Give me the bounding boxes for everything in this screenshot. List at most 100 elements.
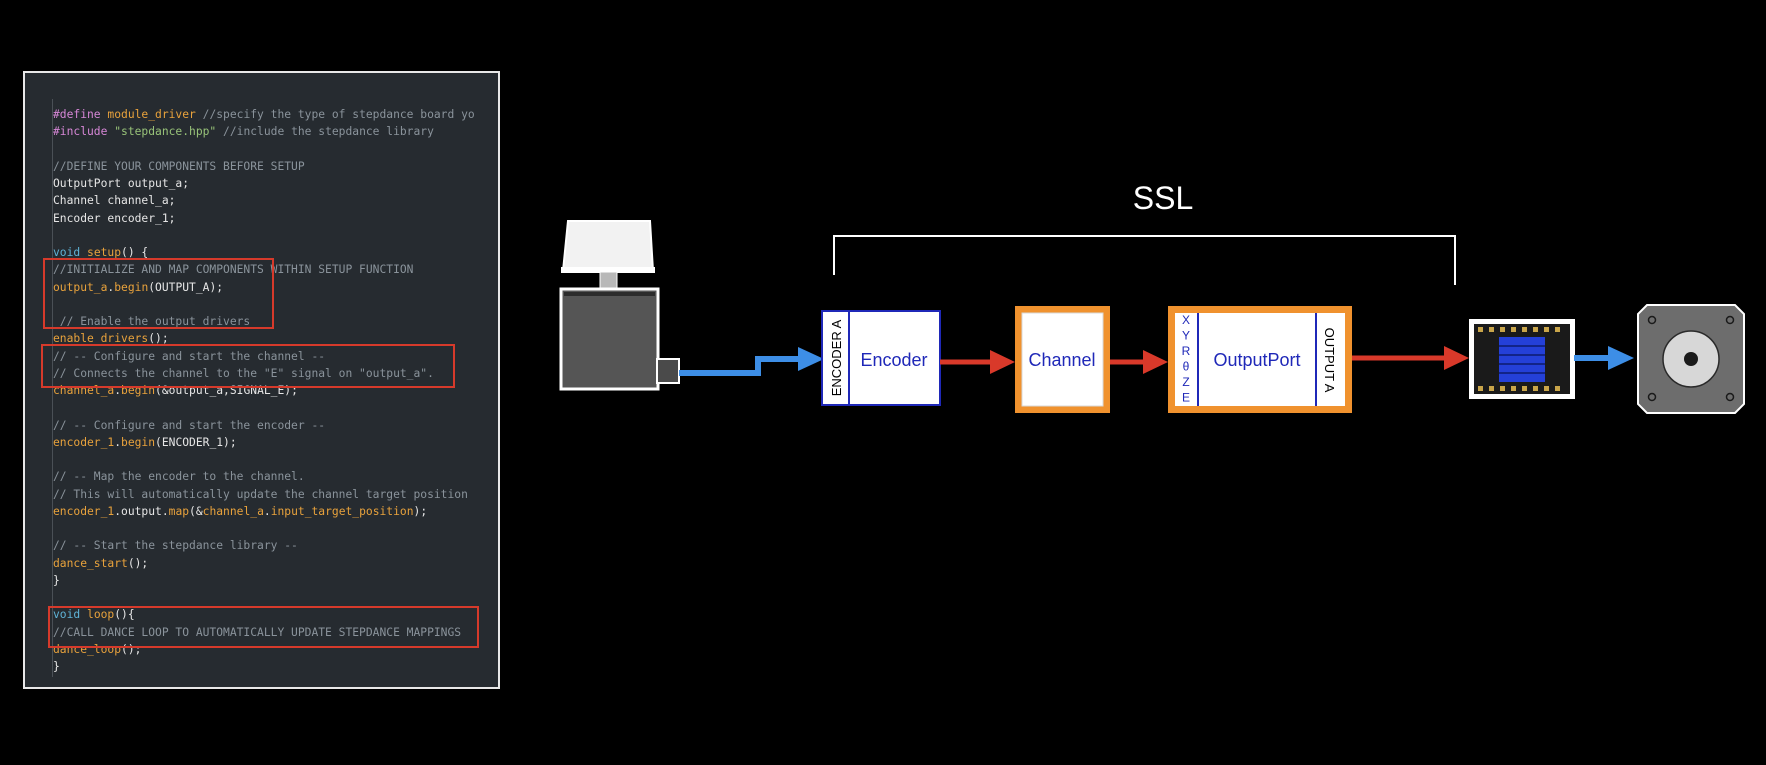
code-token: (& <box>189 504 203 518</box>
code-line: encoder_1.begin(ENCODER_1); <box>53 434 498 451</box>
code-gutter-line <box>52 99 53 677</box>
code-token: . <box>114 384 122 397</box>
code-token: void <box>53 608 88 622</box>
code-token: //include the stepdance library <box>216 125 434 139</box>
signal-letter: R <box>1182 344 1191 358</box>
code-token: begin <box>114 280 149 294</box>
code-token: #include <box>53 125 115 139</box>
code-token: // Enable the output drivers <box>53 315 251 328</box>
code-token: map <box>168 504 190 518</box>
code-line: OutputPort output_a; <box>53 175 498 192</box>
highlight-box-dance-loop <box>48 606 479 648</box>
code-line: dance_start(); <box>53 555 498 572</box>
code-line: // Enable the output drivers <box>53 313 498 330</box>
code-line: // Connects the channel to the "E" signa… <box>53 365 498 382</box>
code-token: (); <box>127 556 149 570</box>
code-token: enable_drivers <box>53 332 149 346</box>
code-token: // Connects the channel to the "E" signa… <box>53 366 434 380</box>
code-line: Channel channel_a; <box>53 192 498 209</box>
stepper-motor-icon <box>1637 304 1745 414</box>
red-arrow-encoder-channel-head <box>990 350 1015 374</box>
code-token: . <box>114 435 122 449</box>
code-token: //specify the type of stepdance board yo <box>202 108 475 121</box>
code-line: //DEFINE YOUR COMPONENTS BEFORE SETUP <box>53 158 498 175</box>
code-token: . <box>107 280 115 294</box>
code-token: // -- Configure and start the encoder -- <box>53 418 326 432</box>
code-token: } <box>53 573 60 587</box>
signal-letter: X <box>1182 313 1190 327</box>
code-line: // This will automatically update the ch… <box>53 486 498 503</box>
code-token: (ENCODER_1); <box>155 435 237 449</box>
code-line: } <box>53 658 498 675</box>
code-lines: #define module_driver //specify the type… <box>53 106 498 675</box>
code-token: // -- Configure and start the channel -- <box>53 349 326 363</box>
channel-label: Channel <box>1028 350 1095 370</box>
code-token: setup <box>87 246 122 259</box>
code-token: void <box>53 246 88 259</box>
code-token: // -- Map the encoder to the channel. <box>53 470 305 484</box>
highlight-box-channel-begin <box>41 344 455 388</box>
code-line: void setup() { <box>53 244 498 261</box>
signal-letter: Z <box>1182 375 1189 389</box>
code-line: // -- Configure and start the channel -- <box>53 348 498 365</box>
code-token: //DEFINE YOUR COMPONENTS BEFORE SETUP <box>53 159 305 173</box>
code-token: //INITIALIZE AND MAP COMPONENTS WITHIN S… <box>53 263 414 277</box>
code-token: channel_a <box>202 504 264 518</box>
encoder-label: Encoder <box>860 350 927 370</box>
code-token: module_driver <box>107 108 203 121</box>
code-token: loop <box>87 608 115 622</box>
code-token: // This will automatically update the ch… <box>53 487 468 501</box>
blue-arrow-input <box>679 356 801 376</box>
red-arrow-outputport-driver-head <box>1444 346 1469 370</box>
code-line: enable_drivers(); <box>53 330 498 347</box>
blue-arrow-input-head <box>798 347 824 371</box>
signal-letter: Y <box>1182 329 1190 343</box>
ssl-bracket <box>833 235 1456 285</box>
code-token: OutputPort output_a; <box>53 177 190 190</box>
code-token: input_target_position <box>270 504 414 518</box>
code-token: () { <box>121 246 149 259</box>
code-line: void loop(){ <box>53 606 498 623</box>
code-token: } <box>53 660 60 673</box>
stepper-driver-board-icon <box>1469 319 1575 399</box>
code-token: "stepdance.hpp" <box>114 125 217 139</box>
code-token: encoder_1 <box>53 435 115 449</box>
code-line: encoder_1.output.map(&channel_a.input_ta… <box>53 503 498 520</box>
encoder-port-label: ENCODER A <box>829 319 844 396</box>
code-line: //CALL DANCE LOOP TO AUTOMATICALLY UPDAT… <box>53 624 498 641</box>
code-token: (OUTPUT_A); <box>148 280 224 294</box>
code-line: // -- Configure and start the encoder -- <box>53 417 498 434</box>
code-editor-panel: #define module_driver //specify the type… <box>23 71 500 689</box>
channel-block: Channel <box>1015 306 1110 413</box>
outputport-label: OutputPort <box>1213 350 1300 370</box>
code-line: output_a.begin(OUTPUT_A); <box>53 279 498 296</box>
code-token: //CALL DANCE LOOP TO AUTOMATICALLY UPDAT… <box>53 625 462 639</box>
code-token: #define <box>53 108 108 121</box>
code-line: #include "stepdance.hpp" //include the s… <box>53 123 498 140</box>
red-arrow-channel-outputport-head <box>1143 350 1168 374</box>
code-token: ); <box>413 504 428 518</box>
code-token: Encoder encoder_1; <box>53 211 176 225</box>
knob-controller-icon <box>559 220 680 391</box>
encoder-block: ENCODER A Encoder <box>821 310 941 406</box>
code-token: Channel channel_a; <box>53 194 176 208</box>
signal-letter: θ <box>1183 360 1190 374</box>
code-token: // -- Start the stepdance library -- <box>53 539 298 553</box>
blue-arrow-driver-motor-head <box>1608 346 1634 370</box>
code-line: //INITIALIZE AND MAP COMPONENTS WITHIN S… <box>53 261 498 278</box>
code-token: dance_start <box>53 556 128 570</box>
code-line: // -- Start the stepdance library -- <box>53 537 498 554</box>
code-line: // -- Map the encoder to the channel. <box>53 468 498 485</box>
highlight-box-output-begin <box>43 258 274 329</box>
outputport-port-label: OUTPUT A <box>1322 328 1337 393</box>
code-token: (){ <box>114 608 135 622</box>
code-line: } <box>53 572 498 589</box>
code-token: (); <box>148 332 169 346</box>
code-line: Encoder encoder_1; <box>53 210 498 227</box>
code-line: #define module_driver //specify the type… <box>53 106 498 123</box>
code-token: begin <box>121 435 156 449</box>
code-token: . <box>263 504 271 518</box>
code-token: .output. <box>114 504 169 518</box>
